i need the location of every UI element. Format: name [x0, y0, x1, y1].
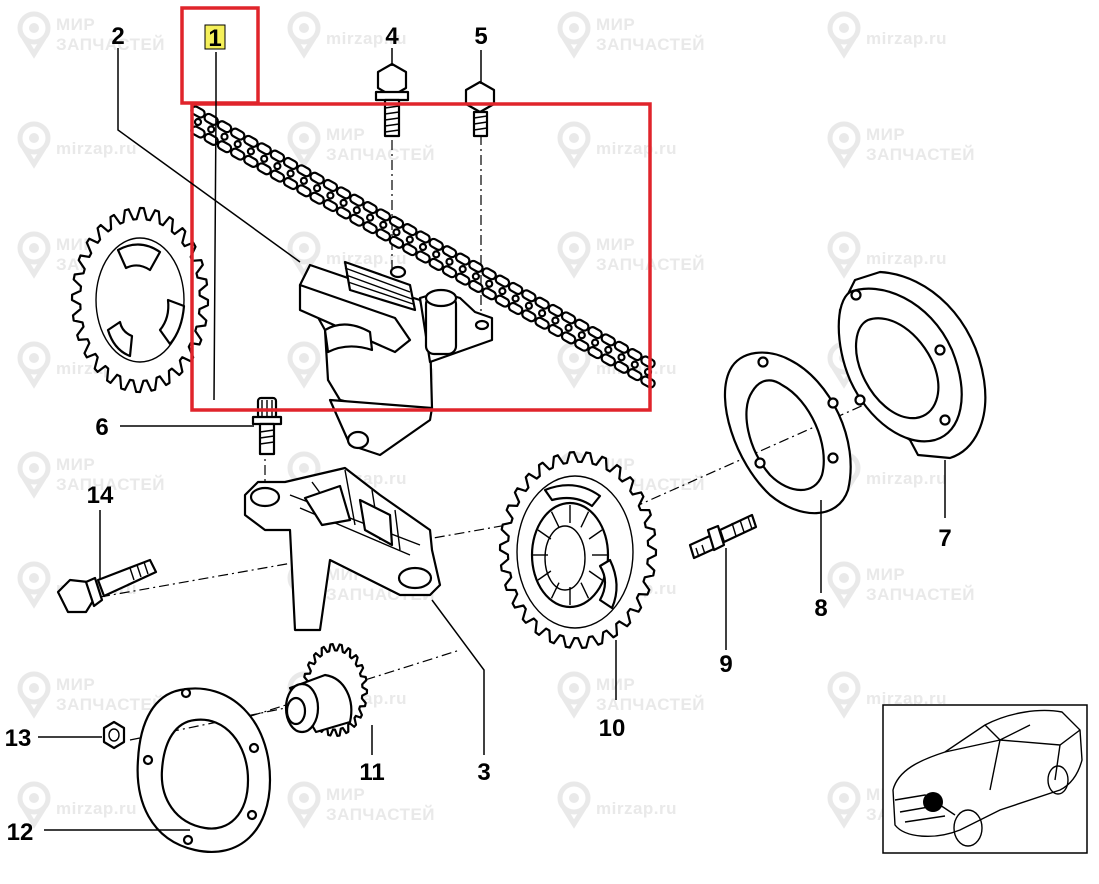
- cover-plate-part-7: [837, 270, 987, 460]
- watermark-tile: mirzap.ru: [830, 454, 947, 494]
- svg-text:ЗАПЧАСТЕЙ: ЗАПЧАСТЕЙ: [596, 695, 705, 714]
- highlight-frames: [180, 6, 652, 412]
- assembly-highlight-frame: [190, 102, 652, 412]
- timing-chain-part-1: [190, 105, 656, 389]
- callout-3: 3: [477, 759, 490, 786]
- svg-text:МИР: МИР: [56, 455, 95, 474]
- callout-7: 7: [938, 525, 951, 552]
- svg-text:mirzap.ru: mirzap.ru: [326, 29, 407, 48]
- callout-5: 5: [474, 23, 487, 50]
- watermark-tile: mirzap.ru: [830, 674, 947, 714]
- callout-4: 4: [385, 23, 399, 50]
- svg-text:mirzap.ru: mirzap.ru: [596, 799, 677, 818]
- callout-9: 9: [719, 651, 732, 678]
- watermark-tile: mirzap.ru: [830, 234, 947, 274]
- svg-text:mirzap.ru: mirzap.ru: [866, 469, 947, 488]
- gasket-part-8: [723, 351, 852, 515]
- callout-labels: 1 2 3 4 5 6 7 8 9 10 11 12 13 14: [5, 23, 952, 846]
- stud-part-9: [688, 513, 758, 560]
- car-silhouette-icon: [892, 709, 1083, 847]
- tensioner-arm-part-3: [243, 466, 442, 632]
- crankshaft-sprocket-part-10: [498, 451, 658, 649]
- chain-guide-rail: [298, 260, 434, 457]
- camshaft-sprocket-part-2: [70, 206, 210, 394]
- svg-text:ЗАПЧАСТЕЙ: ЗАПЧАСТЕЙ: [866, 145, 975, 164]
- svg-text:МИР: МИР: [56, 675, 95, 694]
- svg-text:МИР: МИР: [56, 15, 95, 34]
- callout-10: 10: [599, 715, 626, 742]
- watermark-tile: mirzap.ru: [560, 124, 677, 164]
- svg-text:ЗАПЧАСТЕЙ: ЗАПЧАСТЕЙ: [326, 805, 435, 824]
- bolt-part-5: [464, 80, 496, 138]
- plate-part-12: [136, 687, 272, 853]
- svg-text:mirzap.ru: mirzap.ru: [866, 29, 947, 48]
- bolt-part-14: [56, 558, 158, 614]
- tensioner-bracket: [389, 265, 494, 364]
- callout-2: 2: [111, 23, 124, 50]
- location-marker-icon: [923, 792, 943, 812]
- assembly-axes: [99, 135, 921, 741]
- gear-hub-part-11: [284, 643, 369, 737]
- svg-text:МИР: МИР: [326, 785, 365, 804]
- watermark-tile: mirzap.ru: [560, 784, 677, 824]
- svg-text:МИР: МИР: [56, 235, 95, 254]
- svg-text:ЗАПЧАСТЕЙ: ЗАПЧАСТЕЙ: [596, 35, 705, 54]
- svg-text:МИР: МИР: [866, 565, 905, 584]
- svg-text:mirzap.ru: mirzap.ru: [326, 249, 407, 268]
- svg-text:mirzap.ru: mirzap.ru: [866, 689, 947, 708]
- nut-part-13: [102, 720, 126, 750]
- bolt-part-6: [251, 396, 283, 456]
- watermark-tile: mirzap.ru: [290, 14, 407, 54]
- svg-text:ЗАПЧАСТЕЙ: ЗАПЧАСТЕЙ: [56, 695, 165, 714]
- watermark-tile: mirzap.ru: [20, 124, 137, 164]
- svg-text:ЗАПЧАСТЕЙ: ЗАПЧАСТЕЙ: [56, 35, 165, 54]
- svg-text:ЗАПЧАСТЕЙ: ЗАПЧАСТЕЙ: [866, 585, 975, 604]
- svg-text:mirzap.ru: mirzap.ru: [56, 799, 137, 818]
- callout-6: 6: [95, 414, 108, 441]
- callout-12: 12: [7, 819, 34, 846]
- leader-lines: [38, 48, 946, 831]
- bolt-part-4: [374, 62, 410, 138]
- svg-text:МИР: МИР: [596, 15, 635, 34]
- callout-8: 8: [814, 595, 827, 622]
- svg-text:МИР: МИР: [326, 125, 365, 144]
- callout-13: 13: [5, 725, 32, 752]
- callout-14: 14: [87, 482, 114, 509]
- svg-text:МИР: МИР: [596, 235, 635, 254]
- callout-11: 11: [359, 759, 384, 786]
- svg-text:ЗАПЧАСТЕЙ: ЗАПЧАСТЕЙ: [56, 475, 165, 494]
- vehicle-locator-inset: [882, 704, 1088, 854]
- watermark-tile: mirzap.ru: [20, 784, 137, 824]
- callout-1-highlight-frame: [180, 6, 260, 105]
- callout-1-label-highlight: [204, 24, 226, 50]
- svg-text:МИР: МИР: [866, 125, 905, 144]
- callout-1: 1: [208, 25, 221, 52]
- svg-text:mirzap.ru: mirzap.ru: [56, 139, 137, 158]
- svg-text:mirzap.ru: mirzap.ru: [866, 249, 947, 268]
- svg-text:ЗАПЧАСТЕЙ: ЗАПЧАСТЕЙ: [326, 145, 435, 164]
- watermark-tile: mirzap.ru: [830, 14, 947, 54]
- svg-text:mirzap.ru: mirzap.ru: [596, 139, 677, 158]
